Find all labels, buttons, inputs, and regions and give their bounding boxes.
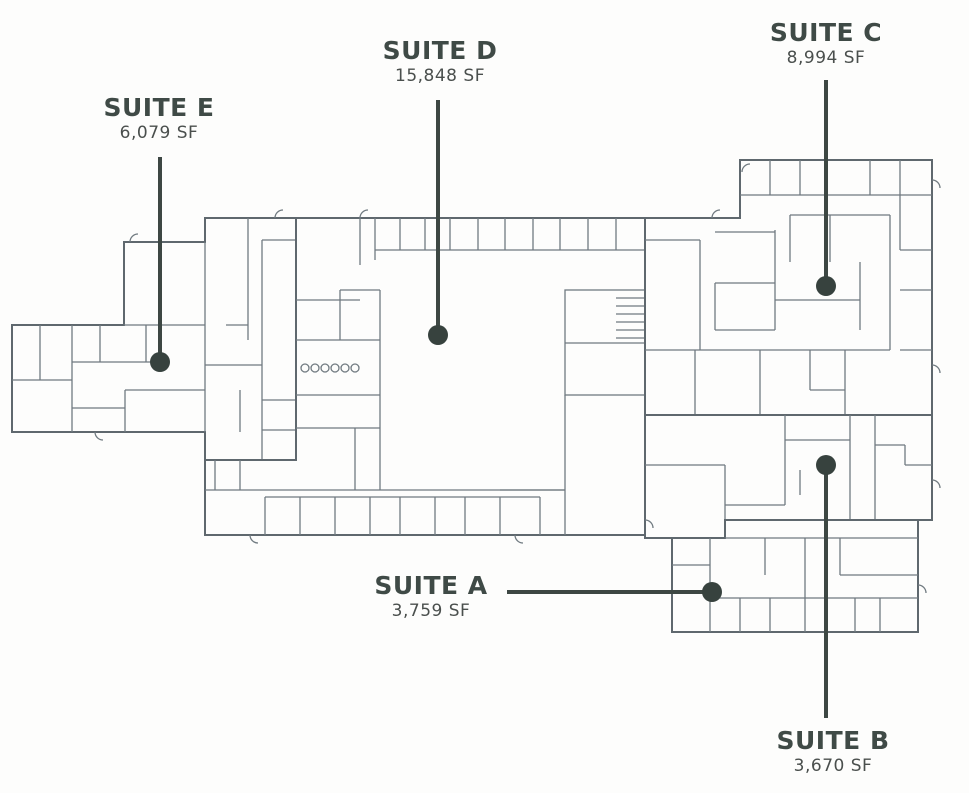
suite-c-marker bbox=[816, 276, 836, 296]
suite-d-marker bbox=[428, 325, 448, 345]
suite-e-area[interactable] bbox=[11, 217, 297, 461]
suite-d-area[interactable] bbox=[204, 217, 646, 536]
suite-e-name: SUITE E bbox=[103, 93, 215, 122]
suite-a-area-text: 3,759 SF bbox=[391, 601, 471, 621]
suite-a-name: SUITE A bbox=[374, 571, 488, 600]
door-swings bbox=[94, 163, 941, 594]
suite-b-name: SUITE B bbox=[776, 726, 890, 755]
suite-e-marker bbox=[150, 352, 170, 372]
leader-lines bbox=[150, 80, 836, 718]
suite-c-area[interactable] bbox=[644, 159, 933, 416]
suite-a-label: SUITE A 3,759 SF bbox=[331, 572, 531, 622]
suite-d-name: SUITE D bbox=[382, 36, 498, 65]
suite-d-label: SUITE D 15,848 SF bbox=[340, 37, 540, 87]
suite-d-area-text: 15,848 SF bbox=[395, 66, 485, 86]
suite-e-area-text: 6,079 SF bbox=[119, 123, 199, 143]
suite-b-label: SUITE B 3,670 SF bbox=[733, 727, 933, 777]
suite-c-label: SUITE C 8,994 SF bbox=[726, 19, 926, 69]
suite-e-label: SUITE E 6,079 SF bbox=[59, 94, 259, 144]
suite-b-area-text: 3,670 SF bbox=[793, 756, 873, 776]
suite-a-marker bbox=[702, 582, 722, 602]
suite-b-marker bbox=[816, 455, 836, 475]
suite-a-area[interactable] bbox=[671, 519, 919, 633]
suite-c-name: SUITE C bbox=[769, 18, 883, 47]
suite-c-area-text: 8,994 SF bbox=[786, 48, 866, 68]
